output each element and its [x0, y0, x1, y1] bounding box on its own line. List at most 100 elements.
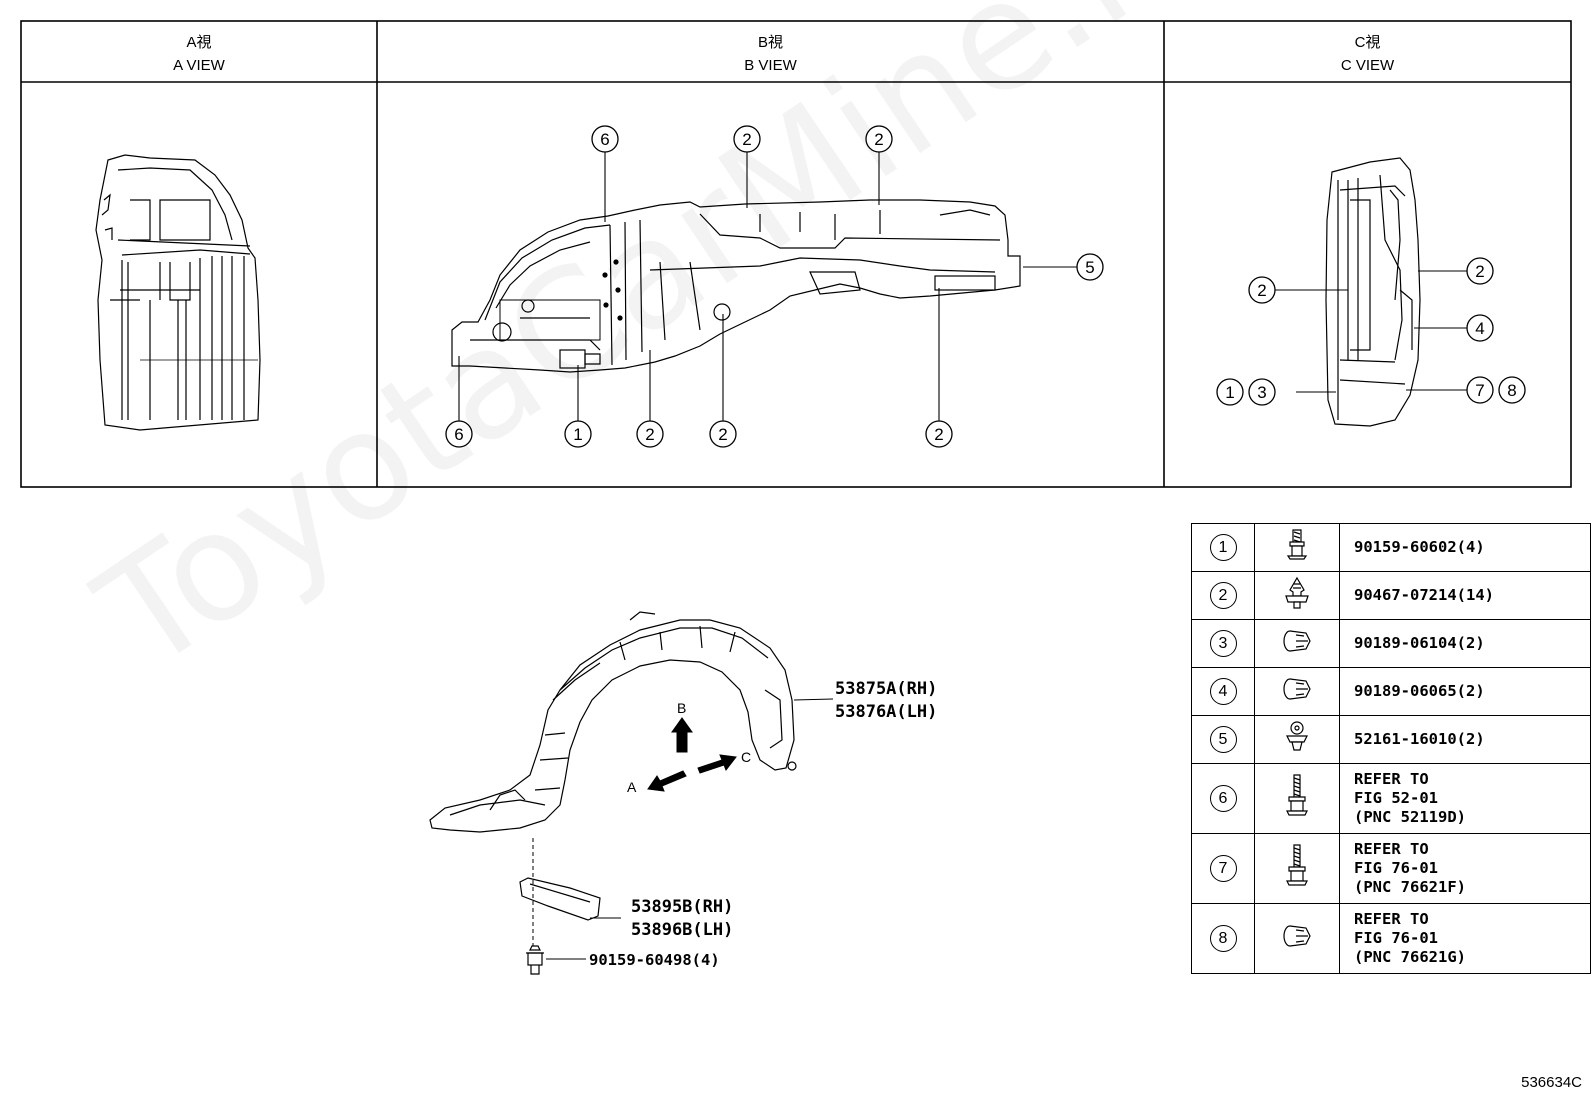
callout-number-cell: 1 [1191, 523, 1255, 572]
push-clip-icon [1254, 571, 1340, 620]
b-view-en: B VIEW [744, 57, 797, 74]
arrow-b-label: B [677, 700, 686, 716]
b-view-jp: B視 [757, 34, 783, 51]
c-view-header: C視 C VIEW [1164, 31, 1571, 77]
callout-number: 3 [1209, 630, 1237, 657]
parts-row: 1 90159-60602(4) [1191, 523, 1591, 572]
label-shield-lh: 53896B(LH) [631, 920, 733, 940]
callout-c-right-3: 7 [1475, 381, 1484, 400]
callout-b-bottom-4: 2 [718, 425, 727, 444]
view-frame [20, 20, 1572, 488]
grommet-nut-icon [1254, 619, 1340, 668]
callout-number: 1 [1209, 534, 1237, 561]
b-view-drawing [451, 199, 1021, 373]
callout-circles [445, 125, 1526, 448]
c-view-drawing [1325, 157, 1421, 427]
callout-number-cell: 5 [1191, 715, 1255, 764]
callout-b-bottom-3: 2 [645, 425, 654, 444]
callout-b-bottom-1: 6 [454, 425, 463, 444]
arrow-c-icon [697, 754, 737, 774]
part-number-line: 90189-06104(2) [1354, 634, 1485, 652]
bolt-drawing [526, 945, 544, 975]
part-number-line: FIG 76-01 [1354, 859, 1438, 877]
callout-number: 7 [1209, 855, 1237, 882]
callout-b-top-3: 2 [874, 130, 883, 149]
part-number-line: (PNC 76621F) [1354, 878, 1466, 896]
part-number-line: (PNC 52119D) [1354, 808, 1466, 826]
callout-b-top-2: 2 [742, 130, 751, 149]
label-liner-rh: 53875A(RH) [835, 679, 937, 699]
callout-c-left-1: 2 [1257, 281, 1266, 300]
callout-number-cell: 4 [1191, 667, 1255, 716]
callout-c-right-1: 2 [1475, 262, 1484, 281]
a-view-jp: A視 [186, 34, 212, 51]
part-number-line: FIG 52-01 [1354, 789, 1438, 807]
part-number-line: 90467-07214(14) [1354, 586, 1494, 604]
callout-c-right-2: 4 [1475, 319, 1484, 338]
label-shield-rh: 53895B(RH) [631, 897, 733, 917]
part-number-line: FIG 76-01 [1354, 929, 1438, 947]
parts-row: 4 90189-06065(2) [1191, 667, 1591, 716]
arrow-a-icon [647, 770, 687, 792]
parts-row: 2 90467-07214(14) [1191, 571, 1591, 620]
a-view-en: A VIEW [173, 57, 225, 74]
c-view-jp: C視 [1354, 34, 1381, 51]
drawing-code: 536634C [1521, 1074, 1582, 1091]
screw-icon [1254, 763, 1340, 834]
parts-table: 1 90159-60602(4) 2 90467-07214(14) 3 90189-06… [1191, 523, 1591, 974]
parts-row: 5 52161-16010(2) [1191, 715, 1591, 764]
callout-number: 2 [1209, 582, 1237, 609]
callout-b-bottom-2: 1 [573, 425, 582, 444]
a-view-header: A視 A VIEW [21, 31, 377, 77]
label-bolt: 90159-60498(4) [589, 951, 720, 969]
callout-b-right: 5 [1085, 258, 1094, 277]
c-view-en: C VIEW [1340, 57, 1395, 74]
callout-number: 5 [1209, 726, 1237, 753]
label-leaders [546, 698, 834, 960]
callout-number: 6 [1209, 785, 1237, 812]
part-number-cell: 90189-06104(2) [1339, 619, 1591, 668]
callout-number: 8 [1209, 925, 1237, 952]
part-number-line: 52161-16010(2) [1354, 730, 1485, 748]
part-number-cell: 52161-16010(2) [1339, 715, 1591, 764]
callout-c-right-4: 8 [1507, 381, 1516, 400]
callout-numbers: 6 2 2 5 6 1 2 2 2 2 1 3 2 4 7 8 [454, 130, 1516, 444]
callout-c-left-3: 3 [1257, 383, 1266, 402]
callout-number-cell: 3 [1191, 619, 1255, 668]
grommet-nut-icon [1254, 667, 1340, 716]
flange-bolt-icon [1254, 523, 1340, 572]
part-number-line: (PNC 76621G) [1354, 948, 1466, 966]
part-number-cell: 90159-60602(4) [1339, 523, 1591, 572]
part-number-line: REFER TO [1354, 770, 1429, 788]
callout-number-cell: 8 [1191, 903, 1255, 974]
b-view-header: B視 B VIEW [377, 31, 1164, 77]
arrow-a-label: A [627, 779, 637, 795]
label-liner-lh: 53876A(LH) [835, 702, 937, 722]
arrow-c-label: C [741, 749, 751, 765]
a-view-drawing [95, 154, 261, 431]
part-number-line: REFER TO [1354, 910, 1429, 928]
callout-b-top-1: 6 [600, 130, 609, 149]
part-number-line: 90189-06065(2) [1354, 682, 1485, 700]
callout-leaders [458, 152, 1467, 422]
clip-icon [1254, 715, 1340, 764]
callout-c-left-2: 1 [1225, 383, 1234, 402]
parts-row: 3 90189-06104(2) [1191, 619, 1591, 668]
callout-number-cell: 2 [1191, 571, 1255, 620]
callout-number-cell: 6 [1191, 763, 1255, 834]
arrow-b-icon [671, 717, 693, 753]
screw-icon [1254, 833, 1340, 904]
part-number-line: REFER TO [1354, 840, 1429, 858]
fender-liner-drawing [429, 611, 797, 833]
view-arrows [647, 717, 737, 792]
callout-number: 4 [1209, 678, 1237, 705]
callout-b-bottom-5: 2 [934, 425, 943, 444]
shield-drawing [519, 877, 601, 921]
